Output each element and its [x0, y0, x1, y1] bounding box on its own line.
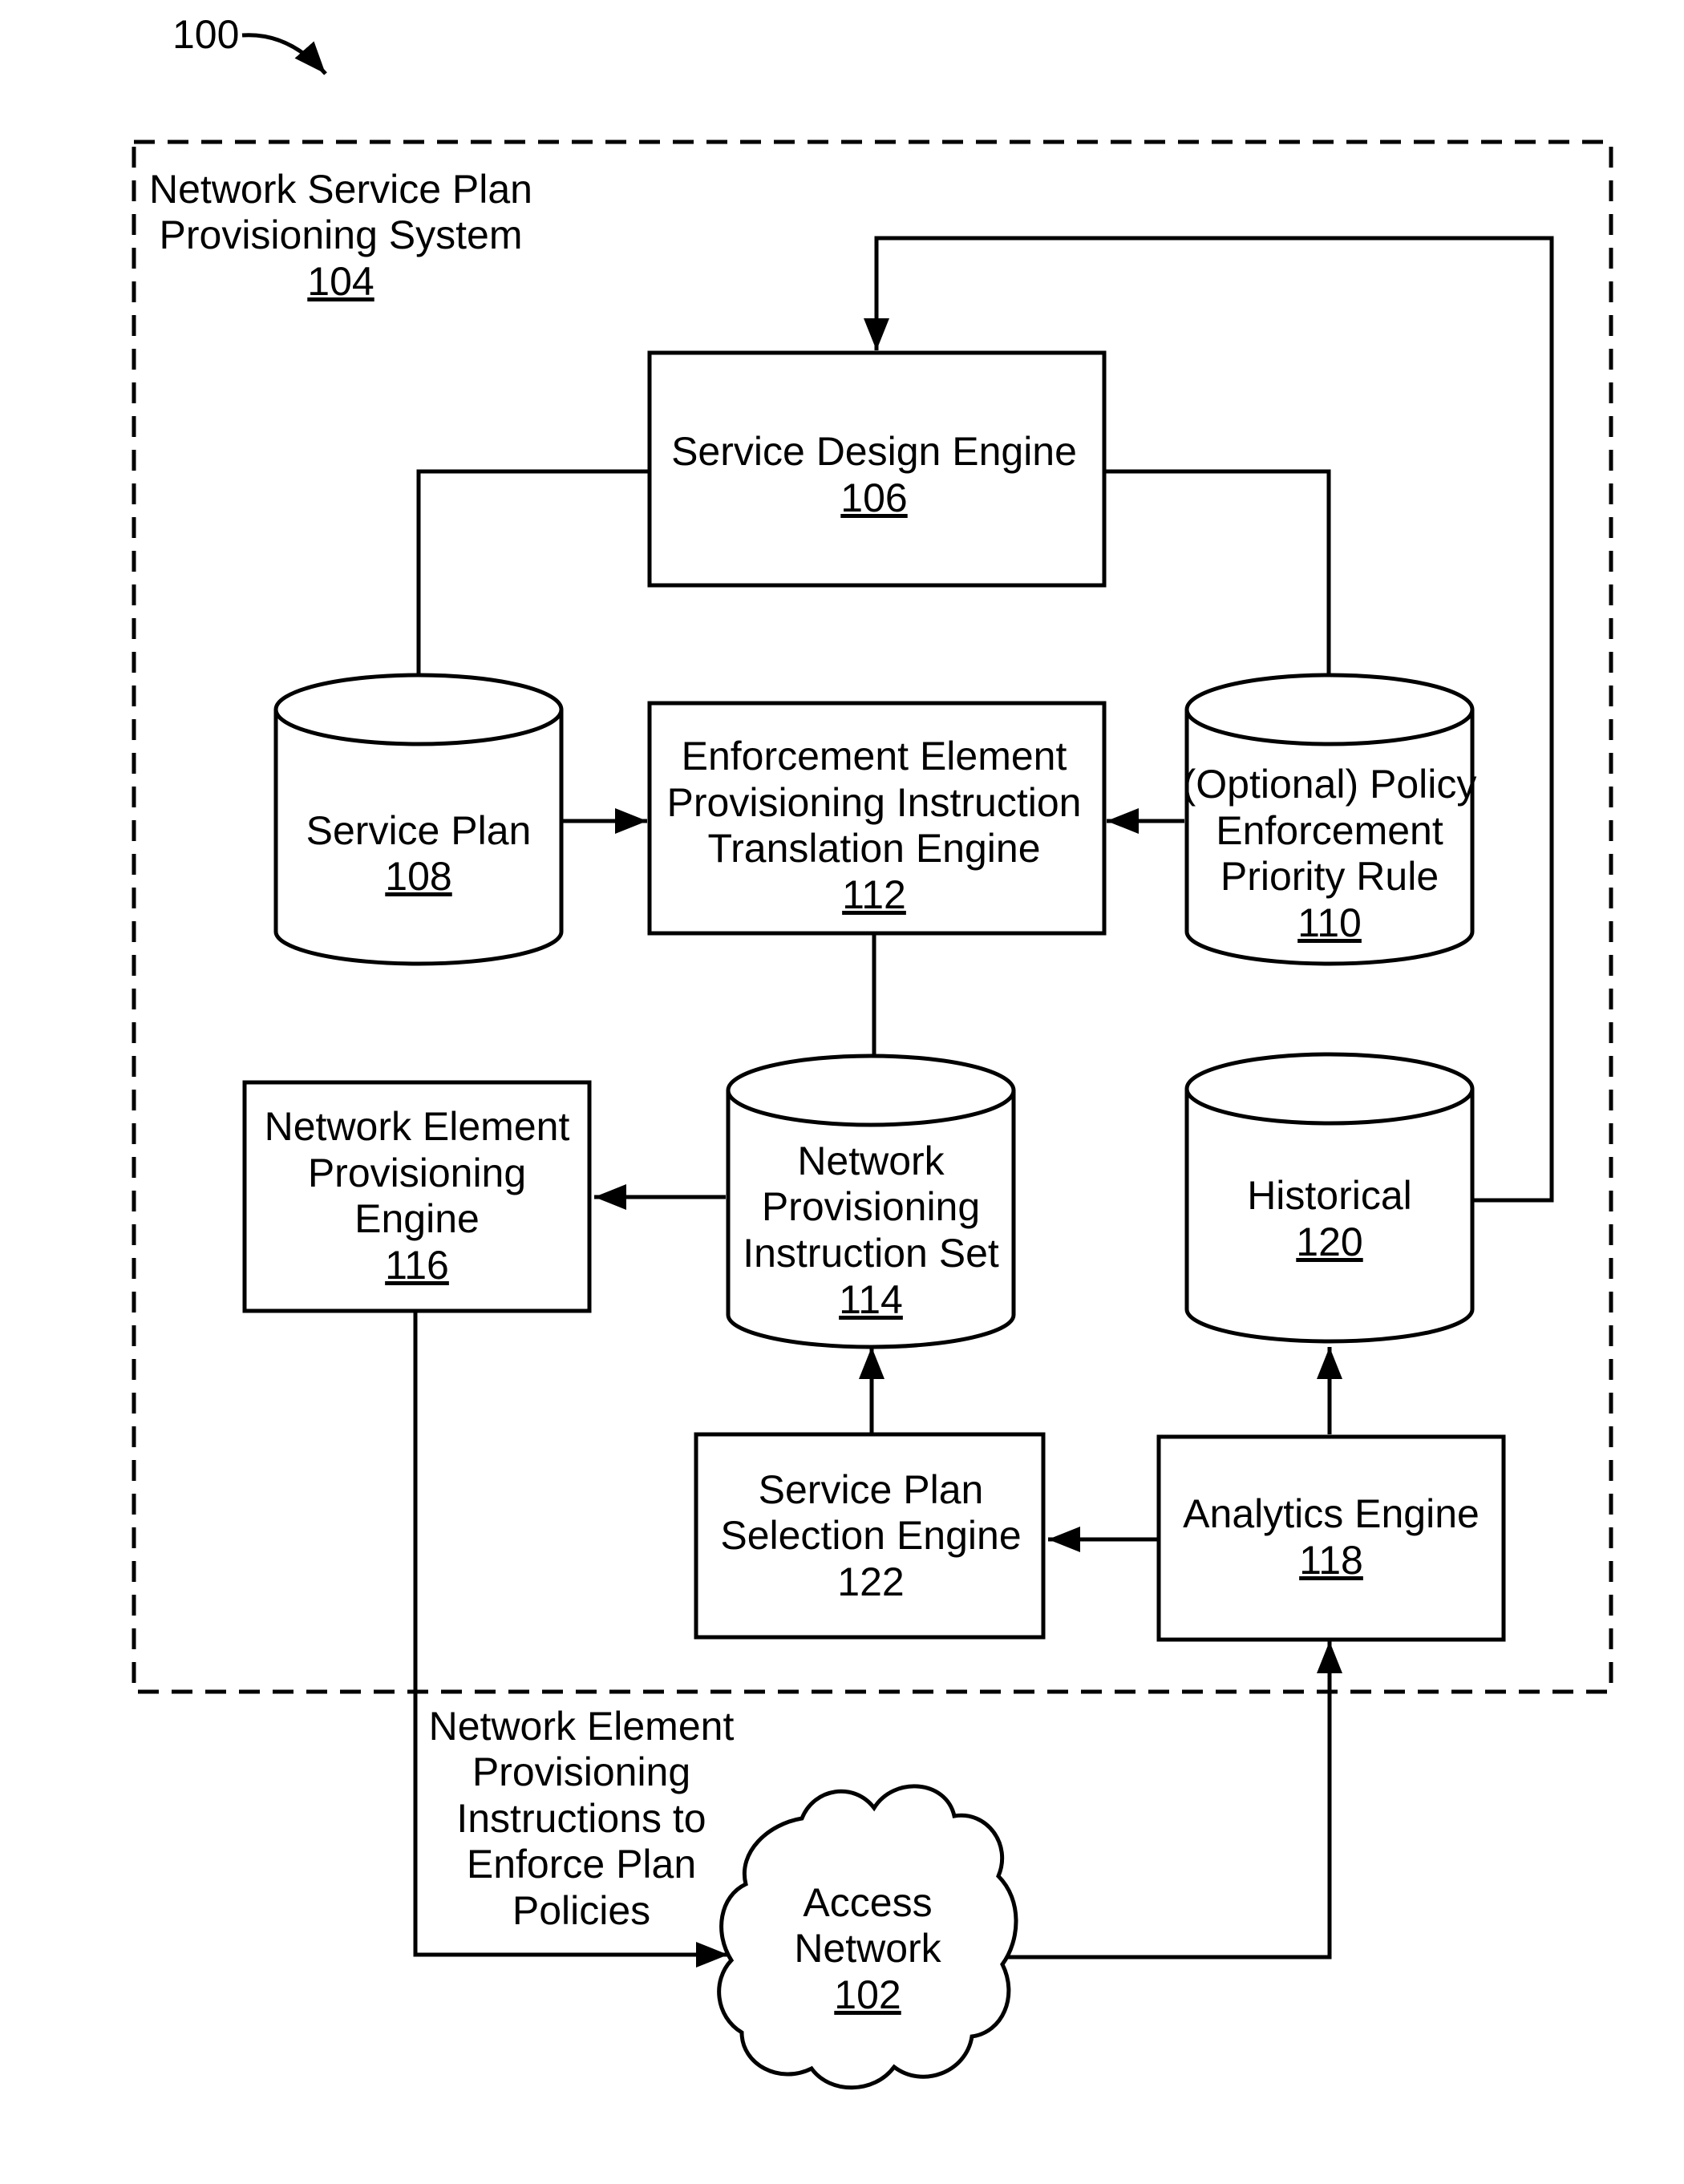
- service-plan-ref: 108: [385, 854, 451, 899]
- access-network-line2: Network: [794, 1926, 941, 1971]
- translation-engine-line2: Provisioning Instruction: [667, 780, 1082, 825]
- wire-design-to-rule: [1104, 471, 1329, 675]
- figure-ref: 100: [172, 12, 239, 57]
- translation-engine-ref: 112: [842, 872, 906, 917]
- priority-rule-line2: Enforcement: [1216, 808, 1443, 853]
- network-element-engine-line2: Provisioning: [308, 1151, 526, 1195]
- figure-ref-arrow: [242, 35, 326, 74]
- instructions-label-line4: Enforce Plan: [467, 1842, 696, 1887]
- instruction-set-line1: Network: [797, 1139, 945, 1183]
- network-element-engine-line3: Engine: [354, 1196, 480, 1241]
- selection-engine-line2: Selection Engine: [720, 1513, 1021, 1558]
- instructions-label-line5: Policies: [512, 1888, 650, 1933]
- system-ref: 104: [307, 259, 374, 304]
- selection-engine-ref: 122: [837, 1559, 904, 1604]
- historical-ref: 120: [1296, 1219, 1362, 1264]
- instruction-set-line3: Instruction Set: [743, 1231, 999, 1276]
- analytics-engine-label: Analytics Engine: [1183, 1491, 1480, 1536]
- access-network-line1: Access: [803, 1880, 932, 1925]
- historical-label: Historical: [1247, 1173, 1412, 1218]
- service-design-engine-ref: 106: [840, 475, 907, 520]
- instructions-label-line1: Network Element: [429, 1704, 735, 1749]
- service-design-engine-label: Service Design Engine: [671, 429, 1077, 474]
- arrow-access-to-analytics: [1008, 1641, 1330, 1957]
- instructions-label-line3: Instructions to: [456, 1796, 706, 1841]
- network-element-engine-ref: 116: [385, 1243, 449, 1288]
- instructions-label-line2: Provisioning: [472, 1749, 690, 1794]
- service-plan-label: Service Plan: [306, 808, 532, 853]
- access-network-ref: 102: [834, 1972, 901, 2017]
- system-title-line2: Provisioning System: [160, 212, 523, 257]
- analytics-engine-ref: 118: [1299, 1538, 1363, 1583]
- wire-design-to-plan: [419, 471, 650, 675]
- system-title-line1: Network Service Plan: [149, 167, 532, 212]
- instruction-set-ref: 114: [839, 1277, 903, 1322]
- selection-engine-line1: Service Plan: [759, 1467, 984, 1512]
- network-element-engine-line1: Network Element: [265, 1104, 570, 1149]
- translation-engine-line1: Enforcement Element: [682, 734, 1067, 779]
- priority-rule-line1: (Optional) Policy: [1183, 762, 1477, 807]
- priority-rule-line3: Priority Rule: [1220, 854, 1439, 899]
- instruction-set-line2: Provisioning: [762, 1184, 980, 1229]
- priority-rule-ref: 110: [1297, 900, 1362, 945]
- translation-engine-line3: Translation Engine: [707, 826, 1040, 871]
